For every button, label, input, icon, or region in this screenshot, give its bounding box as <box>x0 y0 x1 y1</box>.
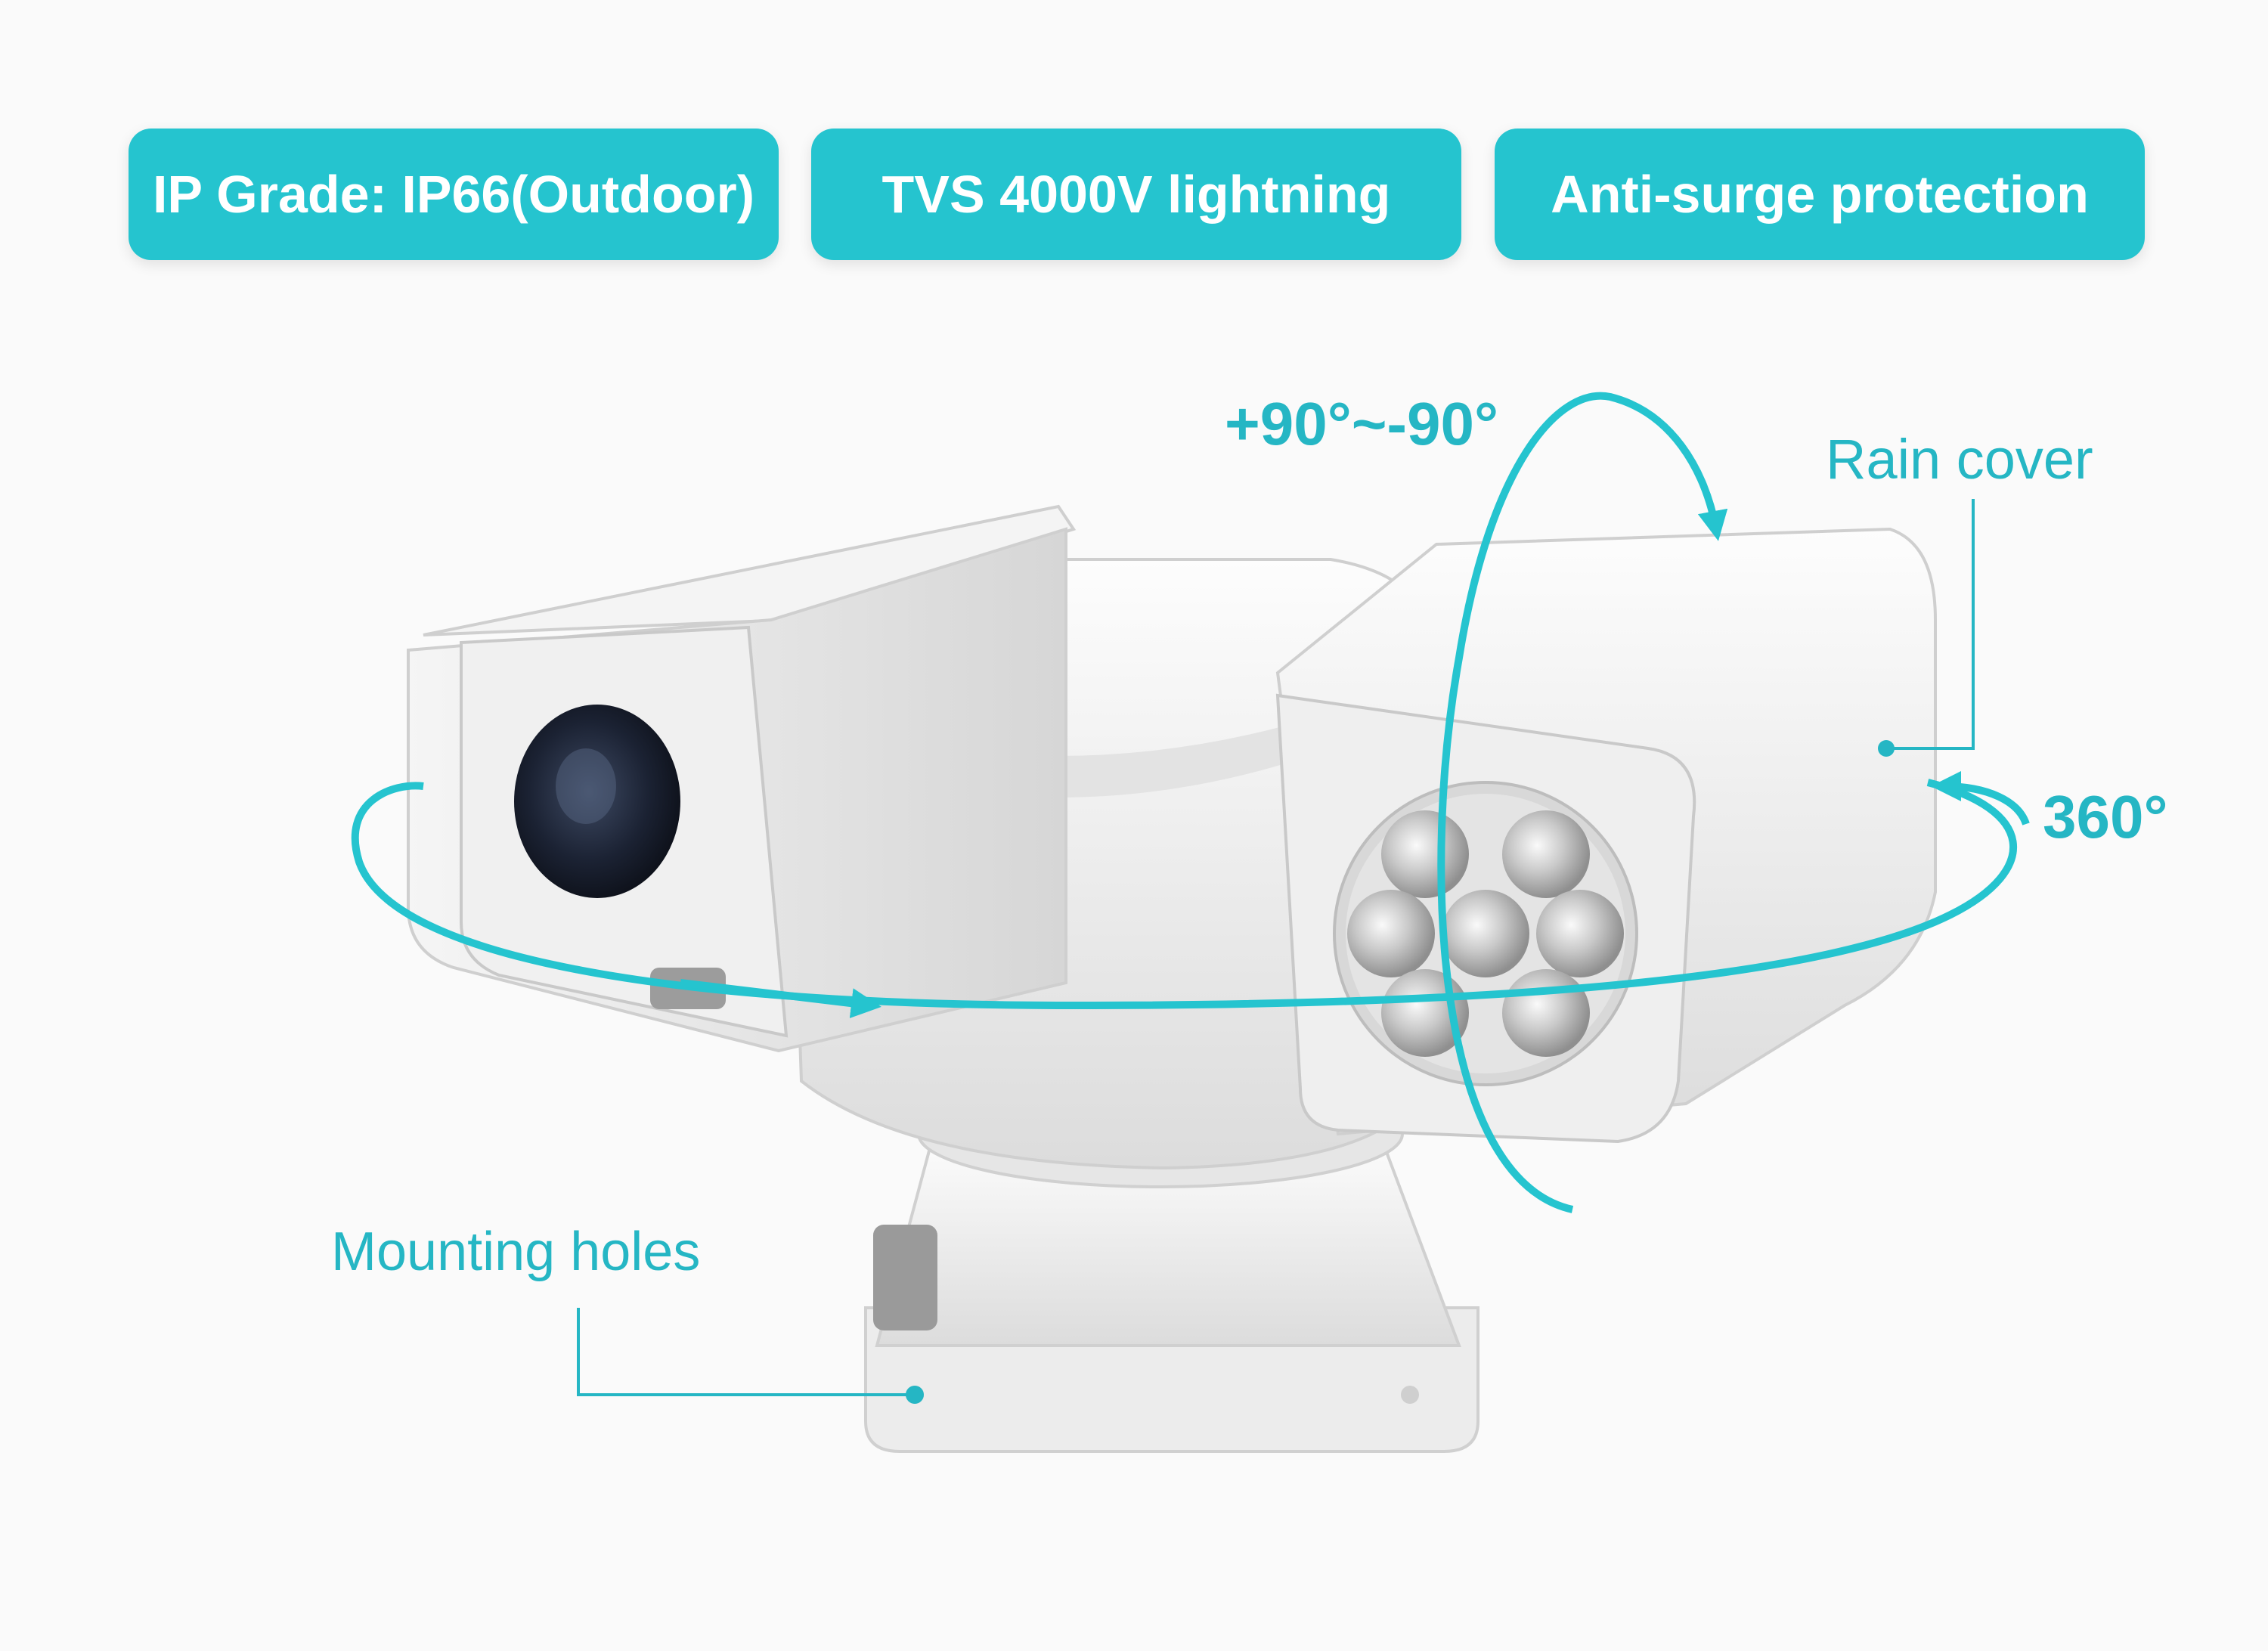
left-camera-housing <box>407 504 1077 1053</box>
mounting-hole-right <box>1401 1386 1419 1404</box>
pan-range-label: 360° <box>2043 783 2168 850</box>
lightning-badge: TVS 4000V lightning <box>811 129 1461 260</box>
tilt-range-label: +90°~-90° <box>1225 390 1499 457</box>
pan-rotation-arrow <box>351 771 2030 1018</box>
anti-surge-badge: Anti-surge protection <box>1495 129 2145 260</box>
tilt-rotation-arrow <box>1437 392 1728 1213</box>
right-ir-housing <box>1275 527 1937 1144</box>
mounting-holes-callout-line <box>577 1308 924 1404</box>
ip-grade-badge: IP Grade: IP66(Outdoor) <box>129 129 779 260</box>
rain-cover-label: Rain cover <box>1826 428 2093 491</box>
rain-cover-callout-line <box>1878 499 1975 757</box>
camera-lens <box>514 705 680 898</box>
mounting-holes-label: Mounting holes <box>331 1222 701 1282</box>
